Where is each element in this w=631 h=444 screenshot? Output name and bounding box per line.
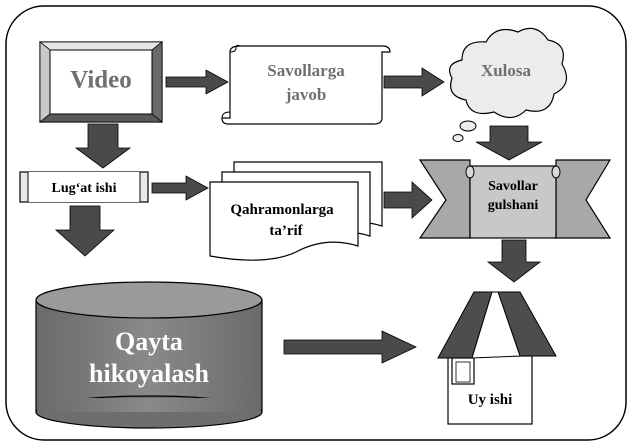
- arrow-bouquet-to-homework: [486, 239, 542, 283]
- vocab-label: Lug‘at ishi: [52, 181, 117, 196]
- answers-scroll-node: Savollarga javob: [221, 44, 391, 125]
- arrow-characters-to-bouquet: [383, 181, 433, 219]
- homework-house-node: Uy ishi: [437, 291, 557, 425]
- video-label: Video: [70, 67, 132, 94]
- video-node: Video: [38, 41, 164, 123]
- retelling-label-line2: hikoyalash: [89, 359, 209, 388]
- question-bouquet-line2: gulshani: [488, 198, 539, 213]
- arrows: [54, 67, 543, 364]
- homework-label: Uy ishi: [468, 392, 513, 408]
- question-bouquet-node: Savollar gulshani: [418, 159, 612, 239]
- conclusion-label: Xulosa: [481, 61, 532, 80]
- arrow-video-to-vocab: [74, 123, 132, 169]
- answers-label-line1: Savollarga: [267, 61, 345, 80]
- arrow-conclusion-to-bouquet: [475, 125, 543, 161]
- characters-label-line1: Qahramonlarga: [230, 202, 334, 218]
- arrow-video-to-answers: [165, 69, 229, 95]
- arrow-vocab-to-characters: [151, 175, 209, 201]
- retelling-label-line1: Qayta: [115, 327, 183, 356]
- arrow-answers-to-conclusion: [383, 67, 445, 97]
- arrow-retelling-to-homework: [283, 330, 417, 364]
- arrow-vocab-to-retelling: [54, 205, 116, 257]
- characters-docs-node: Qahramonlarga ta’rif: [209, 161, 383, 261]
- vocab-node: Lug‘at ishi: [19, 171, 149, 203]
- retelling-cylinder-node: Qayta hikoyalash: [35, 281, 263, 429]
- question-bouquet-line1: Savollar: [488, 179, 538, 194]
- characters-label-line2: ta’rif: [269, 223, 303, 239]
- answers-label-line2: javob: [285, 85, 327, 104]
- conclusion-cloud-node: Xulosa: [449, 27, 568, 142]
